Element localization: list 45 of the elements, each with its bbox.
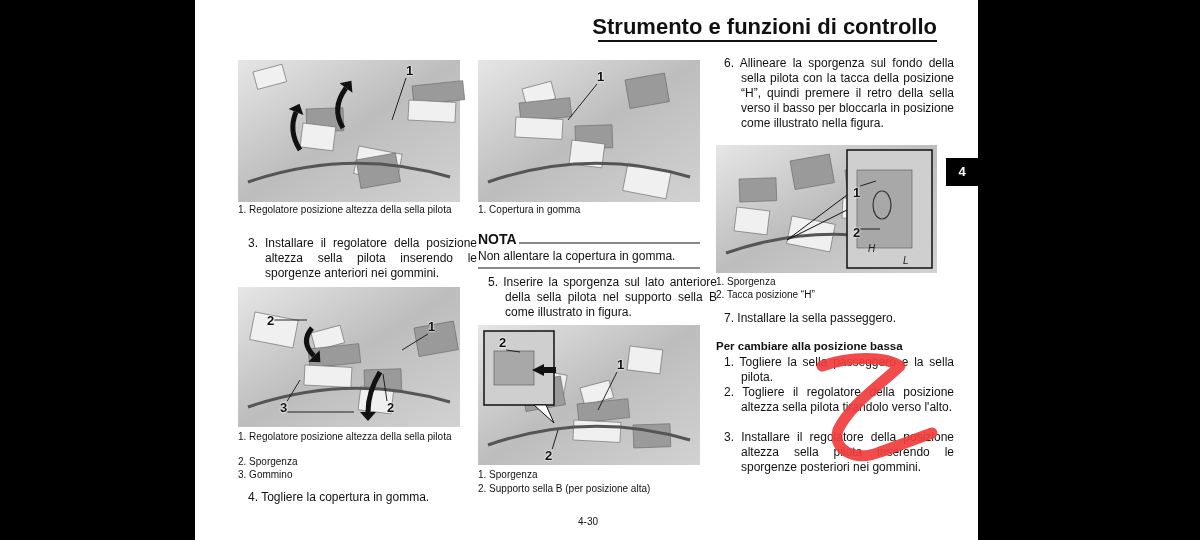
leader-line bbox=[401, 333, 429, 351]
figure-caption: 1. Sporgenza bbox=[478, 469, 539, 482]
chapter-tab: 4 bbox=[946, 158, 978, 186]
leader-line bbox=[505, 349, 521, 353]
leader-line bbox=[286, 379, 301, 402]
callout-number: 1 bbox=[597, 70, 605, 84]
figure-caption: 3. Gommino bbox=[238, 469, 294, 482]
instruction-step: 5. Inserire la sporgenza sul lato anteriore della sella pilota nel supporto sella B come illustrato in figura. bbox=[488, 275, 717, 320]
callout-number: 1 bbox=[406, 64, 414, 78]
note-text: Non allentare la copertura in gomma. bbox=[478, 249, 677, 264]
page-title: Strumento e funzioni di controllo bbox=[592, 14, 937, 40]
instruction-step: 4. Togliere la copertura in gomma. bbox=[248, 490, 477, 505]
figure-caption: 2. Sporgenza bbox=[238, 456, 299, 469]
section-heading: Per cambiare alla posizione bassa bbox=[716, 340, 903, 352]
leader-line bbox=[597, 371, 618, 411]
callout-number: 2 bbox=[853, 226, 861, 240]
leader-line bbox=[273, 319, 308, 321]
callout-number: 3 bbox=[280, 401, 288, 415]
callout-number: 1 bbox=[428, 320, 436, 334]
page-number: 4-30 bbox=[578, 516, 598, 527]
leader-line bbox=[286, 411, 355, 413]
callout-number: 2 bbox=[545, 449, 553, 463]
figure-caption: 2. Supporto sella B (per posizione alta) bbox=[478, 483, 652, 496]
figure-caption: 1. Regolatore posizione altezza della sella pilota bbox=[238, 204, 453, 217]
callout-number: 1 bbox=[853, 186, 861, 200]
figure-caption: 1. Sporgenza bbox=[716, 276, 777, 289]
callout-number: 2 bbox=[387, 401, 395, 415]
note-heading: NOTA bbox=[478, 231, 517, 247]
leader-line bbox=[551, 429, 559, 450]
figure-caption: 1. Regolatore posizione altezza della sella pilota bbox=[238, 431, 453, 444]
position-mark: L bbox=[903, 255, 909, 266]
instruction-step: 7. Installare la sella passeggero. bbox=[724, 311, 954, 326]
instruction-step: 3. Installare il regolatore della posizione altezza sella pilota inserendo le sporgenze anteriori nei gommini. bbox=[248, 236, 477, 281]
leader-line bbox=[382, 373, 388, 402]
instruction-step: 6. Allineare la sporgenza sul fondo della sella pilota con la tacca della posizione “H”, quindi premere il retro della sella verso il basso per bloccarla in posizione come illustrato nella figura. bbox=[724, 56, 954, 131]
callout-number: 2 bbox=[267, 314, 275, 328]
leader-line bbox=[567, 83, 598, 121]
leader-line bbox=[859, 228, 881, 230]
leader-line bbox=[859, 180, 877, 187]
position-mark: H bbox=[868, 243, 876, 254]
callout-number: 1 bbox=[617, 358, 625, 372]
figure-caption: 1. Copertura in gomma bbox=[478, 204, 582, 217]
figure-caption: 2. Tacca posizione “H” bbox=[716, 289, 816, 300]
callout-number: 2 bbox=[499, 336, 507, 350]
leader-line bbox=[391, 77, 407, 121]
